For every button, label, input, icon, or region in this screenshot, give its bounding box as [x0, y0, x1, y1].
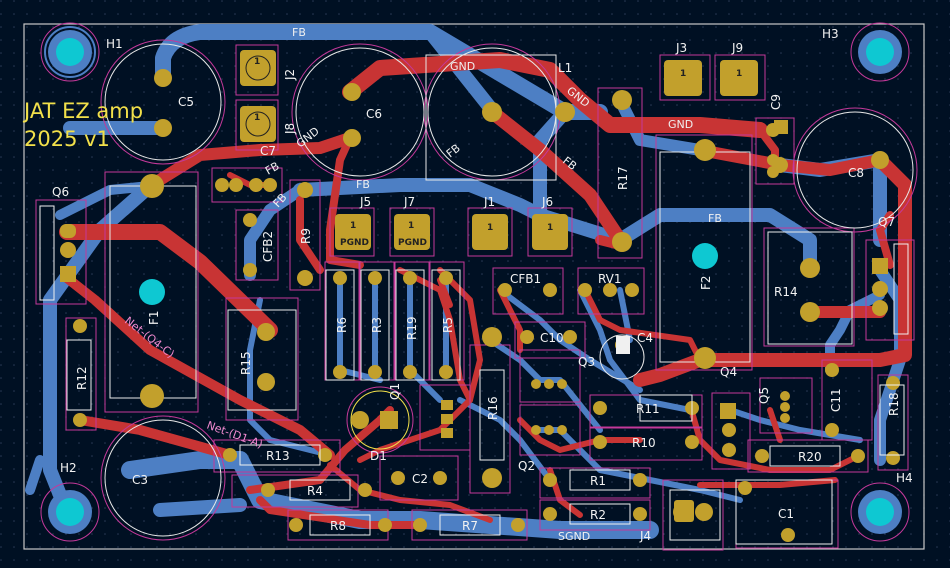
ref-r14: R14 [774, 285, 798, 299]
ref-r19: R19 [405, 316, 419, 340]
pin-j5: 1 [350, 221, 356, 231]
net-sgnd: SGND [558, 530, 590, 543]
ref-r6: R6 [335, 317, 349, 333]
ref-j4: J4 [639, 529, 651, 543]
net-gnd-top: GND [450, 60, 475, 73]
label-h3: H3 [822, 27, 839, 41]
label-h4: H4 [896, 471, 913, 485]
ref-rv1: RV1 [598, 272, 622, 286]
ref-c5: C5 [178, 95, 194, 109]
ref-r10: R10 [632, 436, 656, 450]
net-gnd-right: GND [668, 118, 693, 131]
ref-r9: R9 [299, 228, 313, 244]
ref-c9: C9 [769, 94, 783, 110]
ref-d1: D1 [370, 449, 387, 463]
mount-hole-labels: H1 H3 H2 H4 [60, 27, 913, 485]
ref-r16: R16 [486, 396, 500, 420]
ref-j3: J3 [675, 41, 687, 55]
ref-r17: R17 [616, 166, 630, 190]
ref-j8: J8 [283, 123, 297, 135]
ref-c10: C10 [540, 331, 564, 345]
ref-r4: R4 [307, 484, 323, 498]
ref-r13: R13 [266, 449, 290, 463]
ref-q6: Q6 [52, 185, 69, 199]
courtyard-outlines [35, 22, 918, 551]
title-line2: 2025 v1 [24, 127, 110, 151]
mounting-holes [44, 26, 902, 534]
ref-r7: R7 [462, 519, 478, 533]
ref-l1: L1 [558, 61, 572, 75]
pin-j6: 1 [547, 223, 553, 233]
ref-c8: C8 [848, 166, 864, 180]
pin-j7: 1 [408, 221, 414, 231]
ref-cfb1: CFB1 [510, 272, 541, 286]
ref-j9: J9 [731, 41, 743, 55]
ref-r1: R1 [590, 474, 606, 488]
ref-j5: J5 [359, 195, 371, 209]
square-pads [60, 224, 888, 522]
net-pgnd-2: PGND [398, 238, 427, 248]
ref-r5: R5 [441, 317, 455, 333]
board-title: JAT EZ amp 2025 v1 [22, 99, 143, 151]
ref-q4: Q4 [720, 365, 737, 379]
ref-f2: F2 [699, 275, 713, 290]
ref-c4: C4 [637, 331, 653, 345]
ref-r18: R18 [887, 392, 901, 416]
ref-r15: R15 [239, 351, 253, 375]
pin-j1: 1 [487, 223, 493, 233]
pin-j2: 1 [254, 57, 260, 67]
ref-q7: Q7 [878, 215, 895, 229]
ref-c6: C6 [366, 107, 382, 121]
component-labels-rotated: J2 J8 F1 F2 CFB2 R9 R15 R6 R3 R19 R5 R12… [75, 69, 901, 420]
pin-j3: 1 [680, 69, 686, 79]
ref-f1: F1 [147, 310, 161, 325]
ref-q1: Q1 [388, 383, 402, 400]
net-fb-diag4: FB [263, 159, 282, 177]
ref-j2: J2 [283, 69, 297, 81]
ref-r3: R3 [370, 317, 384, 333]
label-h1: H1 [106, 37, 123, 51]
net-fb-mid: FB [356, 178, 370, 191]
ref-r20: R20 [798, 450, 822, 464]
component-labels: C5 C6 C7 C8 C3 C2 C1 C10 C4 CFB1 RV1 D1 … [52, 41, 895, 543]
title-line1: JAT EZ amp [22, 99, 143, 123]
round-pads [60, 69, 900, 542]
pin-j8: 1 [254, 113, 260, 123]
ref-j6: J6 [541, 195, 553, 209]
ref-q2: Q2 [518, 459, 535, 473]
net-fb-top: FB [292, 26, 306, 39]
ref-q5: Q5 [757, 387, 771, 404]
ref-c11: C11 [829, 388, 843, 412]
terminal-pads [240, 50, 788, 354]
board-edge [23, 23, 925, 550]
ref-c3: C3 [132, 473, 148, 487]
net-fb-right: FB [708, 212, 722, 225]
ref-c1: C1 [778, 507, 794, 521]
ref-r11: R11 [636, 402, 660, 416]
component-bodies [39, 205, 909, 545]
ref-r12: R12 [75, 366, 89, 390]
pin-j9: 1 [736, 69, 742, 79]
ref-cfb2: CFB2 [261, 231, 275, 262]
ref-c2: C2 [412, 472, 428, 486]
ref-c7: C7 [260, 144, 276, 158]
ref-q3: Q3 [578, 355, 595, 369]
label-h2: H2 [60, 461, 77, 475]
ref-j1: J1 [483, 195, 495, 209]
ref-r8: R8 [330, 519, 346, 533]
pin-numbers: 1 1 1 1 1 1 1 1 [254, 57, 742, 233]
ref-r2: R2 [590, 508, 606, 522]
ref-j7: J7 [403, 195, 415, 209]
net-pgnd-1: PGND [340, 238, 369, 248]
